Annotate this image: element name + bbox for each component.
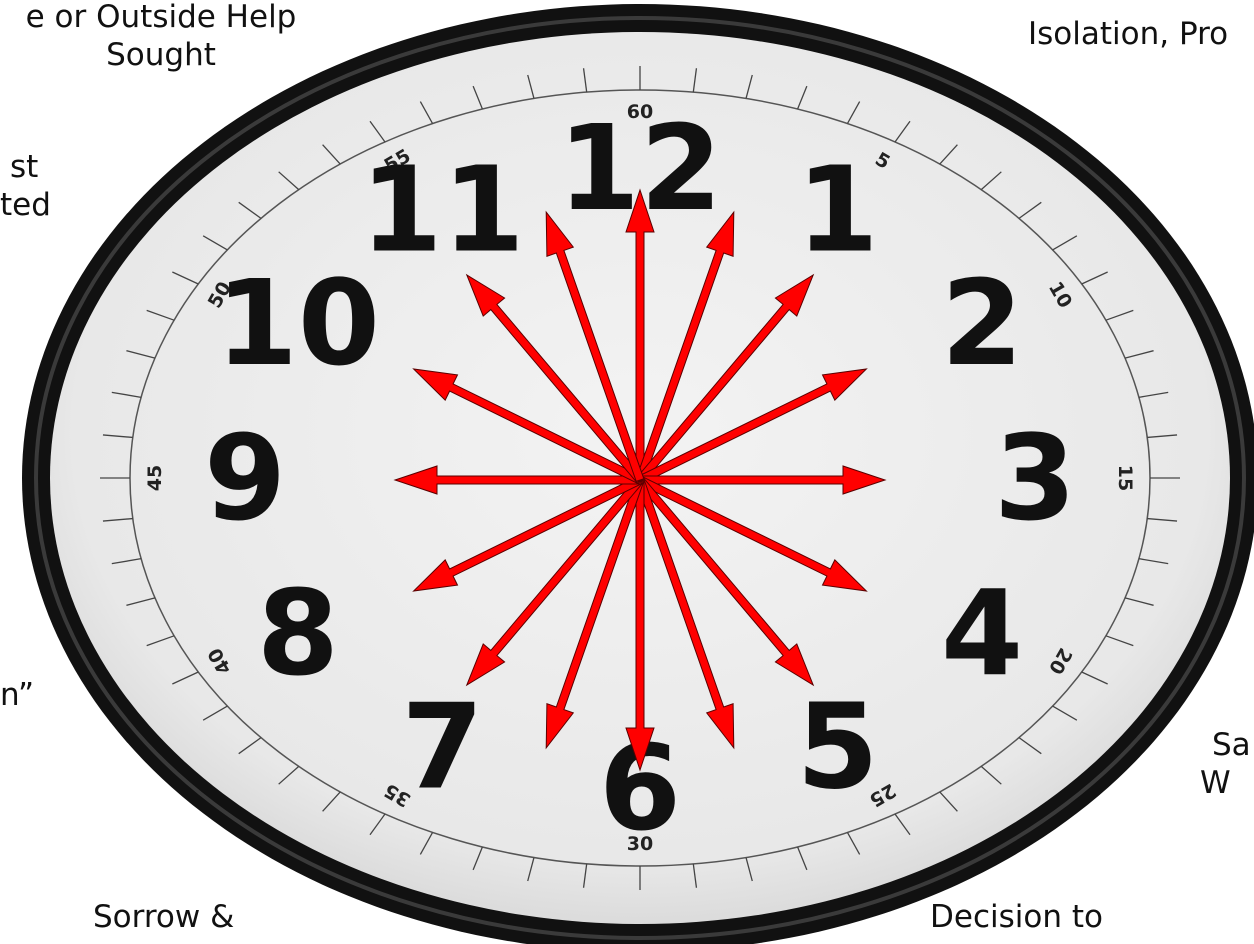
label-right-lower-line1: Sa (1212, 726, 1251, 764)
hour-numeral: 5 (796, 677, 878, 815)
hour-numeral: 11 (360, 141, 524, 279)
label-outside-help-line2: Sought (0, 36, 336, 74)
label-right-lower: Sa W (1212, 726, 1251, 802)
hour-numeral: 9 (204, 409, 286, 547)
hour-numeral: 3 (994, 409, 1076, 547)
label-sorrow: Sorrow & (93, 898, 234, 936)
label-outside-help: e or Outside Help Sought (0, 0, 336, 74)
hour-numeral: 10 (216, 254, 380, 392)
label-right-lower-line2: W (1200, 764, 1251, 802)
label-left-mid-line1: st (0, 148, 51, 186)
hour-numeral: 8 (257, 564, 339, 702)
label-left-lower: n” (0, 676, 34, 714)
hour-numeral: 1 (796, 141, 878, 279)
label-isolation: Isolation, Pro (1028, 15, 1228, 53)
label-decision: Decision to (930, 898, 1103, 936)
label-outside-help-line1: e or Outside Help (0, 0, 336, 36)
hour-numeral: 2 (941, 254, 1023, 392)
minute-label: 45 (144, 465, 166, 491)
red-arrows (395, 190, 885, 770)
label-left-mid: st ted (0, 148, 51, 224)
minute-label: 15 (1114, 465, 1136, 491)
hour-numeral: 4 (941, 564, 1023, 702)
hour-numeral: 7 (401, 677, 483, 815)
label-left-mid-line2: ted (0, 186, 51, 224)
